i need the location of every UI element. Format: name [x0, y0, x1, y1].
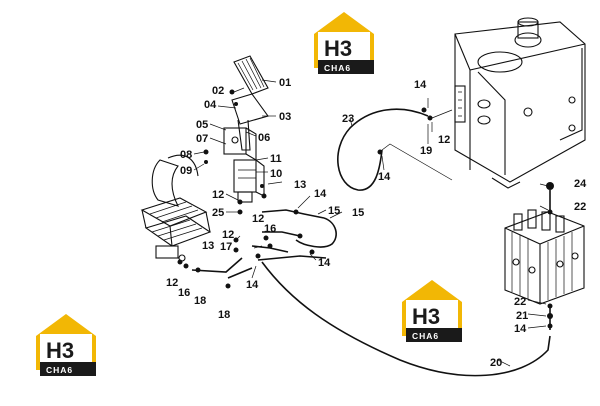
fittings: [177, 89, 554, 329]
label-07: 07: [196, 133, 208, 145]
label-18-a: 18: [194, 295, 206, 307]
label-15-b: 15: [352, 207, 364, 219]
label-13-b: 13: [202, 240, 214, 252]
hydraulic-tank: [454, 17, 586, 189]
watermark-title: H3: [324, 36, 352, 61]
label-04: 04: [204, 99, 217, 111]
watermark-title: H3: [412, 304, 440, 329]
label-09: 09: [180, 165, 192, 177]
label-12-c: 12: [222, 229, 234, 241]
watermark-logo-top: H3 CHA6: [314, 12, 374, 74]
label-12-b: 12: [252, 213, 264, 225]
label-02: 02: [212, 85, 224, 97]
label-18-b: 18: [218, 309, 230, 321]
watermark-title: H3: [46, 338, 74, 363]
label-14-e: 14: [246, 279, 259, 291]
label-17: 17: [220, 241, 232, 253]
label-14-c: 14: [378, 171, 391, 183]
foot-control-unit: [140, 154, 212, 262]
label-11: 11: [270, 153, 282, 165]
watermark-subtitle: CHA6: [324, 63, 351, 73]
watermark-logo-bottom: H3 CHA6: [36, 314, 96, 376]
label-08: 08: [180, 149, 192, 161]
label-12-e: 12: [438, 134, 450, 146]
label-12-d: 12: [166, 277, 178, 289]
watermark-logo-middle: H3 CHA6: [402, 280, 462, 342]
label-15-a: 15: [328, 205, 340, 217]
label-23: 23: [342, 113, 354, 125]
label-12-a: 12: [212, 189, 224, 201]
label-05: 05: [196, 119, 208, 131]
label-03: 03: [279, 111, 291, 123]
label-16-a: 16: [264, 223, 276, 235]
watermark-subtitle: CHA6: [46, 365, 73, 375]
part-labels: 01 02 03 04 05 06 07 08 09 10 11 12 12 1…: [166, 77, 587, 369]
label-14-d: 14: [318, 257, 331, 269]
label-20: 20: [490, 357, 502, 369]
label-06: 06: [258, 132, 270, 144]
label-25: 25: [212, 207, 224, 219]
watermark-subtitle: CHA6: [412, 331, 439, 341]
label-13-a: 13: [294, 179, 306, 191]
label-19: 19: [420, 145, 432, 157]
label-10: 10: [270, 168, 282, 180]
label-21: 21: [516, 310, 528, 322]
label-24: 24: [574, 178, 587, 190]
label-22-a: 22: [574, 201, 586, 213]
label-14-b: 14: [414, 79, 427, 91]
label-14-a: 14: [314, 188, 327, 200]
pedal-assembly: [223, 55, 269, 203]
label-16-b: 16: [178, 287, 190, 299]
leader-lines: [193, 79, 549, 367]
control-valve-bank: [504, 209, 585, 305]
label-14-f: 14: [514, 323, 527, 335]
label-01: 01: [279, 77, 291, 89]
label-22-b: 22: [514, 296, 526, 308]
